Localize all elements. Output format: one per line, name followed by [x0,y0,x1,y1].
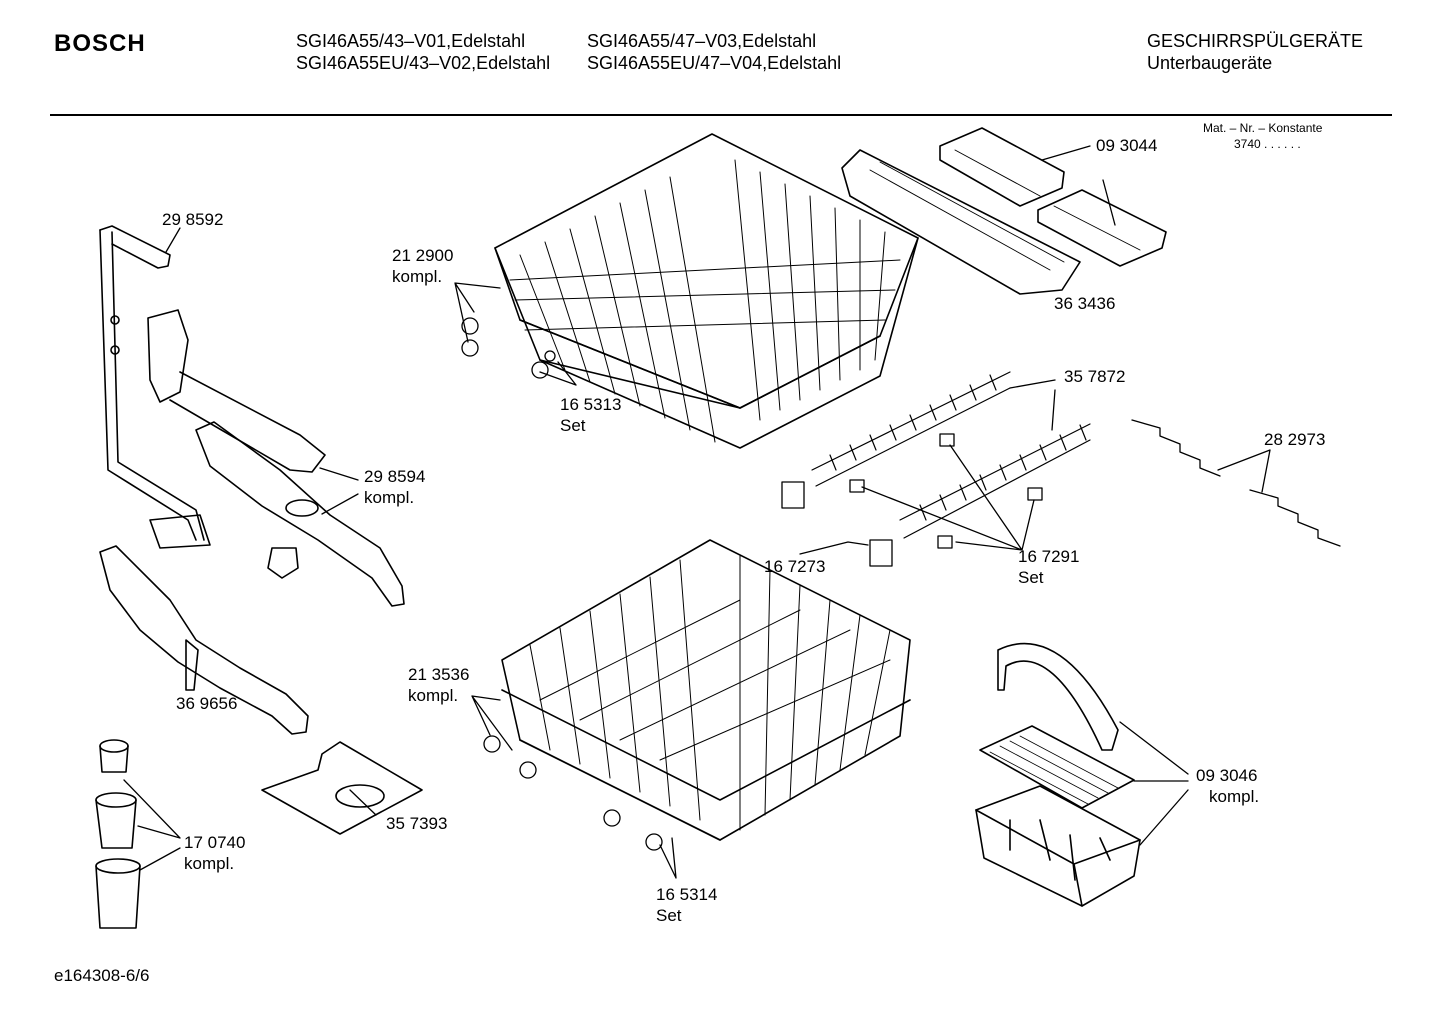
upper-basket [461,133,919,449]
category-block: GESCHIRRSPÜLGERÄTE Unterbaugeräte [1147,30,1363,74]
cutlery-basket [975,642,1141,907]
category-title: GESCHIRRSPÜLGERÄTE [1147,31,1364,51]
part-note: kompl. [1209,787,1260,806]
part-label-170740: 17 0740 kompl. [184,832,245,874]
part-label-212900: 21 2900 kompl. [392,245,453,287]
part-number: 17 0740 [184,833,246,852]
stepped-racks [1131,419,1341,547]
part-note: kompl. [392,267,443,286]
part-number: 16 7273 [764,557,826,576]
model-line: SGI46A55EU/47–V04,Edelstahl [587,53,842,73]
folding-tines [811,371,1091,539]
part-number: 36 3436 [1054,294,1116,313]
part-number: 09 3046 [1196,766,1258,785]
part-number: 21 2900 [392,246,454,265]
leader-lines [123,145,1271,879]
header-divider [50,114,1392,116]
part-note: Set [1018,568,1044,587]
lower-basket [483,539,911,851]
part-note: Set [656,906,682,925]
model-list-1: SGI46A55/43–V01,Edelstahl SGI46A55EU/43–… [296,30,550,74]
upper-spray-arm [147,309,405,607]
spray-arm-pipe [99,225,211,549]
model-line: SGI46A55EU/43–V02,Edelstahl [296,53,551,73]
part-label-298594: 29 8594 kompl. [364,466,425,508]
part-number: 28 2973 [1264,430,1326,449]
part-number: 21 3536 [408,665,470,684]
part-number: 16 5313 [560,395,622,414]
part-note: kompl. [408,686,459,705]
part-note: Set [560,416,586,435]
part-label-093044: 09 3044 [1096,135,1157,156]
part-number: 16 7291 [1018,547,1080,566]
cup-shelf-racks [841,127,1167,295]
part-number: 29 8592 [162,210,224,229]
brand-logo: BOSCH [54,30,146,57]
part-label-165314: 16 5314 Set [656,884,717,926]
model-list-2: SGI46A55/47–V03,Edelstahl SGI46A55EU/47–… [587,30,841,74]
part-number: 35 7393 [386,814,448,833]
part-label-357393: 35 7393 [386,813,447,834]
part-label-167273: 16 7273 [764,556,825,577]
part-label-167291: 16 7291 Set [1018,546,1079,588]
document-code: e164308-6/6 [54,966,150,985]
part-label-298592: 29 8592 [162,209,223,230]
part-number: 29 8594 [364,467,426,486]
model-line: SGI46A55/43–V01,Edelstahl [296,31,526,51]
filter-parts [95,739,141,929]
constant-label: Mat. – Nr. – Konstante [1203,121,1323,135]
part-label-093046: 09 3046 kompl. [1196,765,1259,807]
clips [781,433,1043,567]
part-label-282973: 28 2973 [1264,429,1325,450]
part-label-369656: 36 9656 [176,693,237,714]
subcategory-title: Unterbaugeräte [1147,53,1273,73]
part-number: 36 9656 [176,694,238,713]
model-line: SGI46A55/47–V03,Edelstahl [587,31,817,51]
part-note: kompl. [184,854,235,873]
part-label-363436: 36 3436 [1054,293,1115,314]
part-label-357872: 35 7872 [1064,366,1125,387]
part-number: 16 5314 [656,885,718,904]
lower-spray-arm [99,545,309,735]
part-note: kompl. [364,488,415,507]
constant-value: 3740 . . . . . . [1234,137,1301,151]
part-label-213536: 21 3536 kompl. [408,664,469,706]
flat-cover-plate [261,741,423,835]
part-number: 35 7872 [1064,367,1126,386]
part-label-165313: 16 5313 Set [560,394,621,436]
part-number: 09 3044 [1096,136,1158,155]
